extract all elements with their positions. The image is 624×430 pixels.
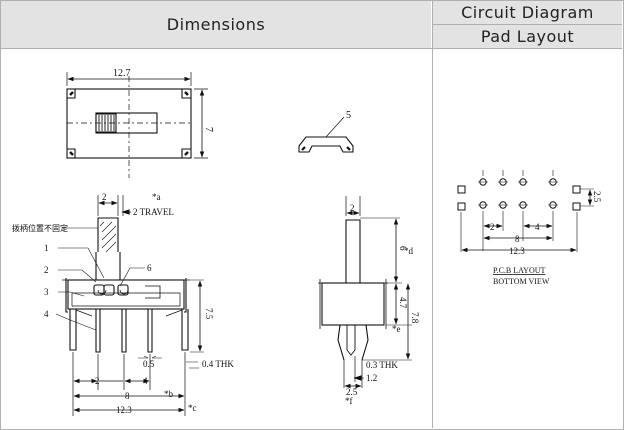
callout-3: 3: [44, 287, 49, 297]
pcb-2-5-dim: 2.5: [592, 191, 602, 203]
span-12-3-dim: 12.3: [116, 405, 132, 415]
pcb-4-dim: 4: [535, 222, 540, 232]
side-height-dim: 7.5: [204, 308, 214, 320]
note-c: *c: [188, 403, 197, 413]
callout-4: 4: [44, 309, 49, 319]
front-6-dim: 6: [398, 246, 408, 251]
pad-layout-header: Pad Layout: [433, 25, 622, 48]
circuit-diagram-header: Circuit Diagram: [433, 1, 622, 24]
note-d: *d: [404, 246, 414, 256]
front-7-8-dim: 7.8: [410, 312, 420, 324]
right-header-divider: [433, 24, 622, 25]
front-lever-dim: 2: [350, 203, 355, 213]
note-f: *f: [345, 396, 353, 406]
pcb-12-3-dim: 12.3: [509, 246, 525, 256]
top-width-dim: 12.7: [113, 68, 131, 79]
end-view: [298, 116, 354, 153]
pcb-2-dim: 2: [490, 222, 495, 232]
front-thk: 0.3 THK: [366, 360, 398, 370]
callout-6: 6: [147, 263, 152, 273]
front-1-2-dim: 1.2: [366, 373, 377, 383]
column-divider: [432, 1, 433, 428]
top-height-dim: 7: [203, 127, 214, 132]
note-e: *e: [392, 324, 401, 334]
pitch-4-dim: 4: [143, 376, 148, 386]
front-4-7-dim: 4.7: [398, 297, 408, 309]
note-a: *a: [152, 192, 161, 202]
callout-2: 2: [44, 265, 49, 275]
callout-5: 5: [346, 110, 351, 121]
side-lever-dim: 2: [102, 192, 107, 202]
front-view: [318, 196, 412, 389]
pcb-8-dim: 8: [515, 234, 520, 244]
header-divider: [1, 48, 622, 49]
side-view: [55, 195, 204, 416]
chinese-note: 拨柄位置不固定: [12, 223, 68, 233]
front-2-5-dim: 2.5: [346, 387, 358, 397]
pcb-layout-subtitle: BOTTOM VIEW: [493, 277, 550, 286]
pcb-layout-title: P.C.B LAYOUT: [493, 266, 545, 275]
pcb-layout: [457, 170, 594, 253]
pitch-2-dim: 2: [95, 376, 100, 386]
dimensions-header: Dimensions: [1, 1, 431, 48]
span-8-dim: 8: [125, 391, 130, 401]
pin-thk: 0.4 THK: [202, 359, 234, 369]
pin-width-dim: 0.5: [143, 359, 155, 369]
top-view: [66, 72, 208, 178]
travel-label: 2 TRAVEL: [133, 207, 174, 217]
note-b: *b: [164, 389, 174, 399]
callout-1: 1: [44, 243, 49, 253]
